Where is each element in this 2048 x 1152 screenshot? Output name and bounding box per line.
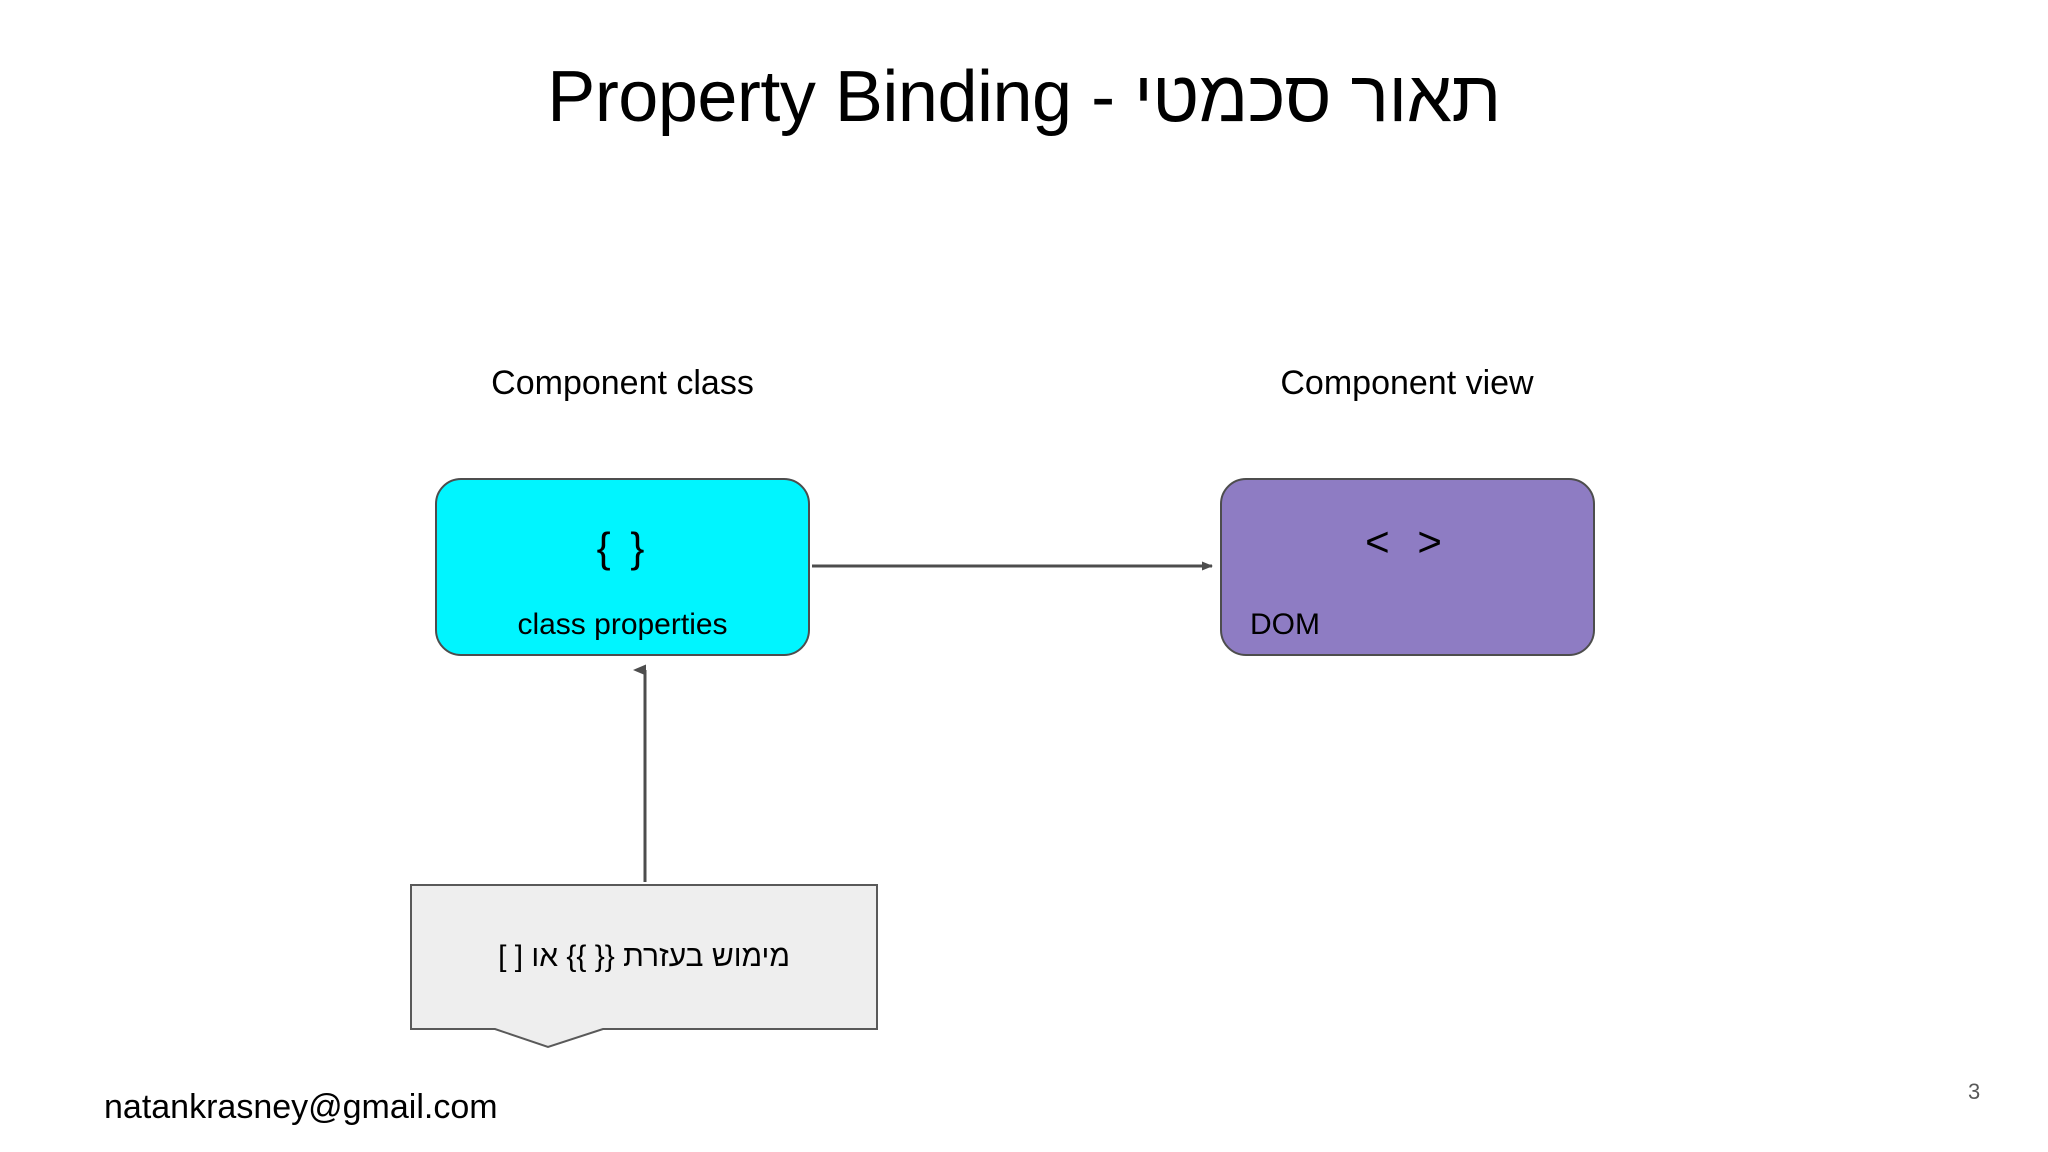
footer-email: natankrasney@gmail.com — [104, 1088, 498, 1126]
dom-label: DOM — [1250, 608, 1320, 641]
implementation-note-callout: מימוש בעזרת {{ }} או [ ] — [410, 884, 878, 1049]
component-view-caption: Component view — [1280, 364, 1534, 402]
implementation-note-text: מימוש בעזרת {{ }} או [ ] — [498, 940, 790, 973]
dom-box: < > DOM — [1220, 478, 1595, 656]
class-properties-label: class properties — [517, 608, 728, 641]
component-class-caption: Component class — [491, 364, 754, 402]
page-title: Property Binding - תאור סכמטי — [547, 57, 1501, 137]
class-properties-box: { } class properties — [435, 478, 810, 656]
curly-braces-glyph: { } — [596, 524, 649, 571]
page-number: 3 — [1968, 1079, 1981, 1104]
angle-brackets-glyph: < > — [1365, 518, 1450, 565]
callout-shape — [410, 884, 878, 1049]
